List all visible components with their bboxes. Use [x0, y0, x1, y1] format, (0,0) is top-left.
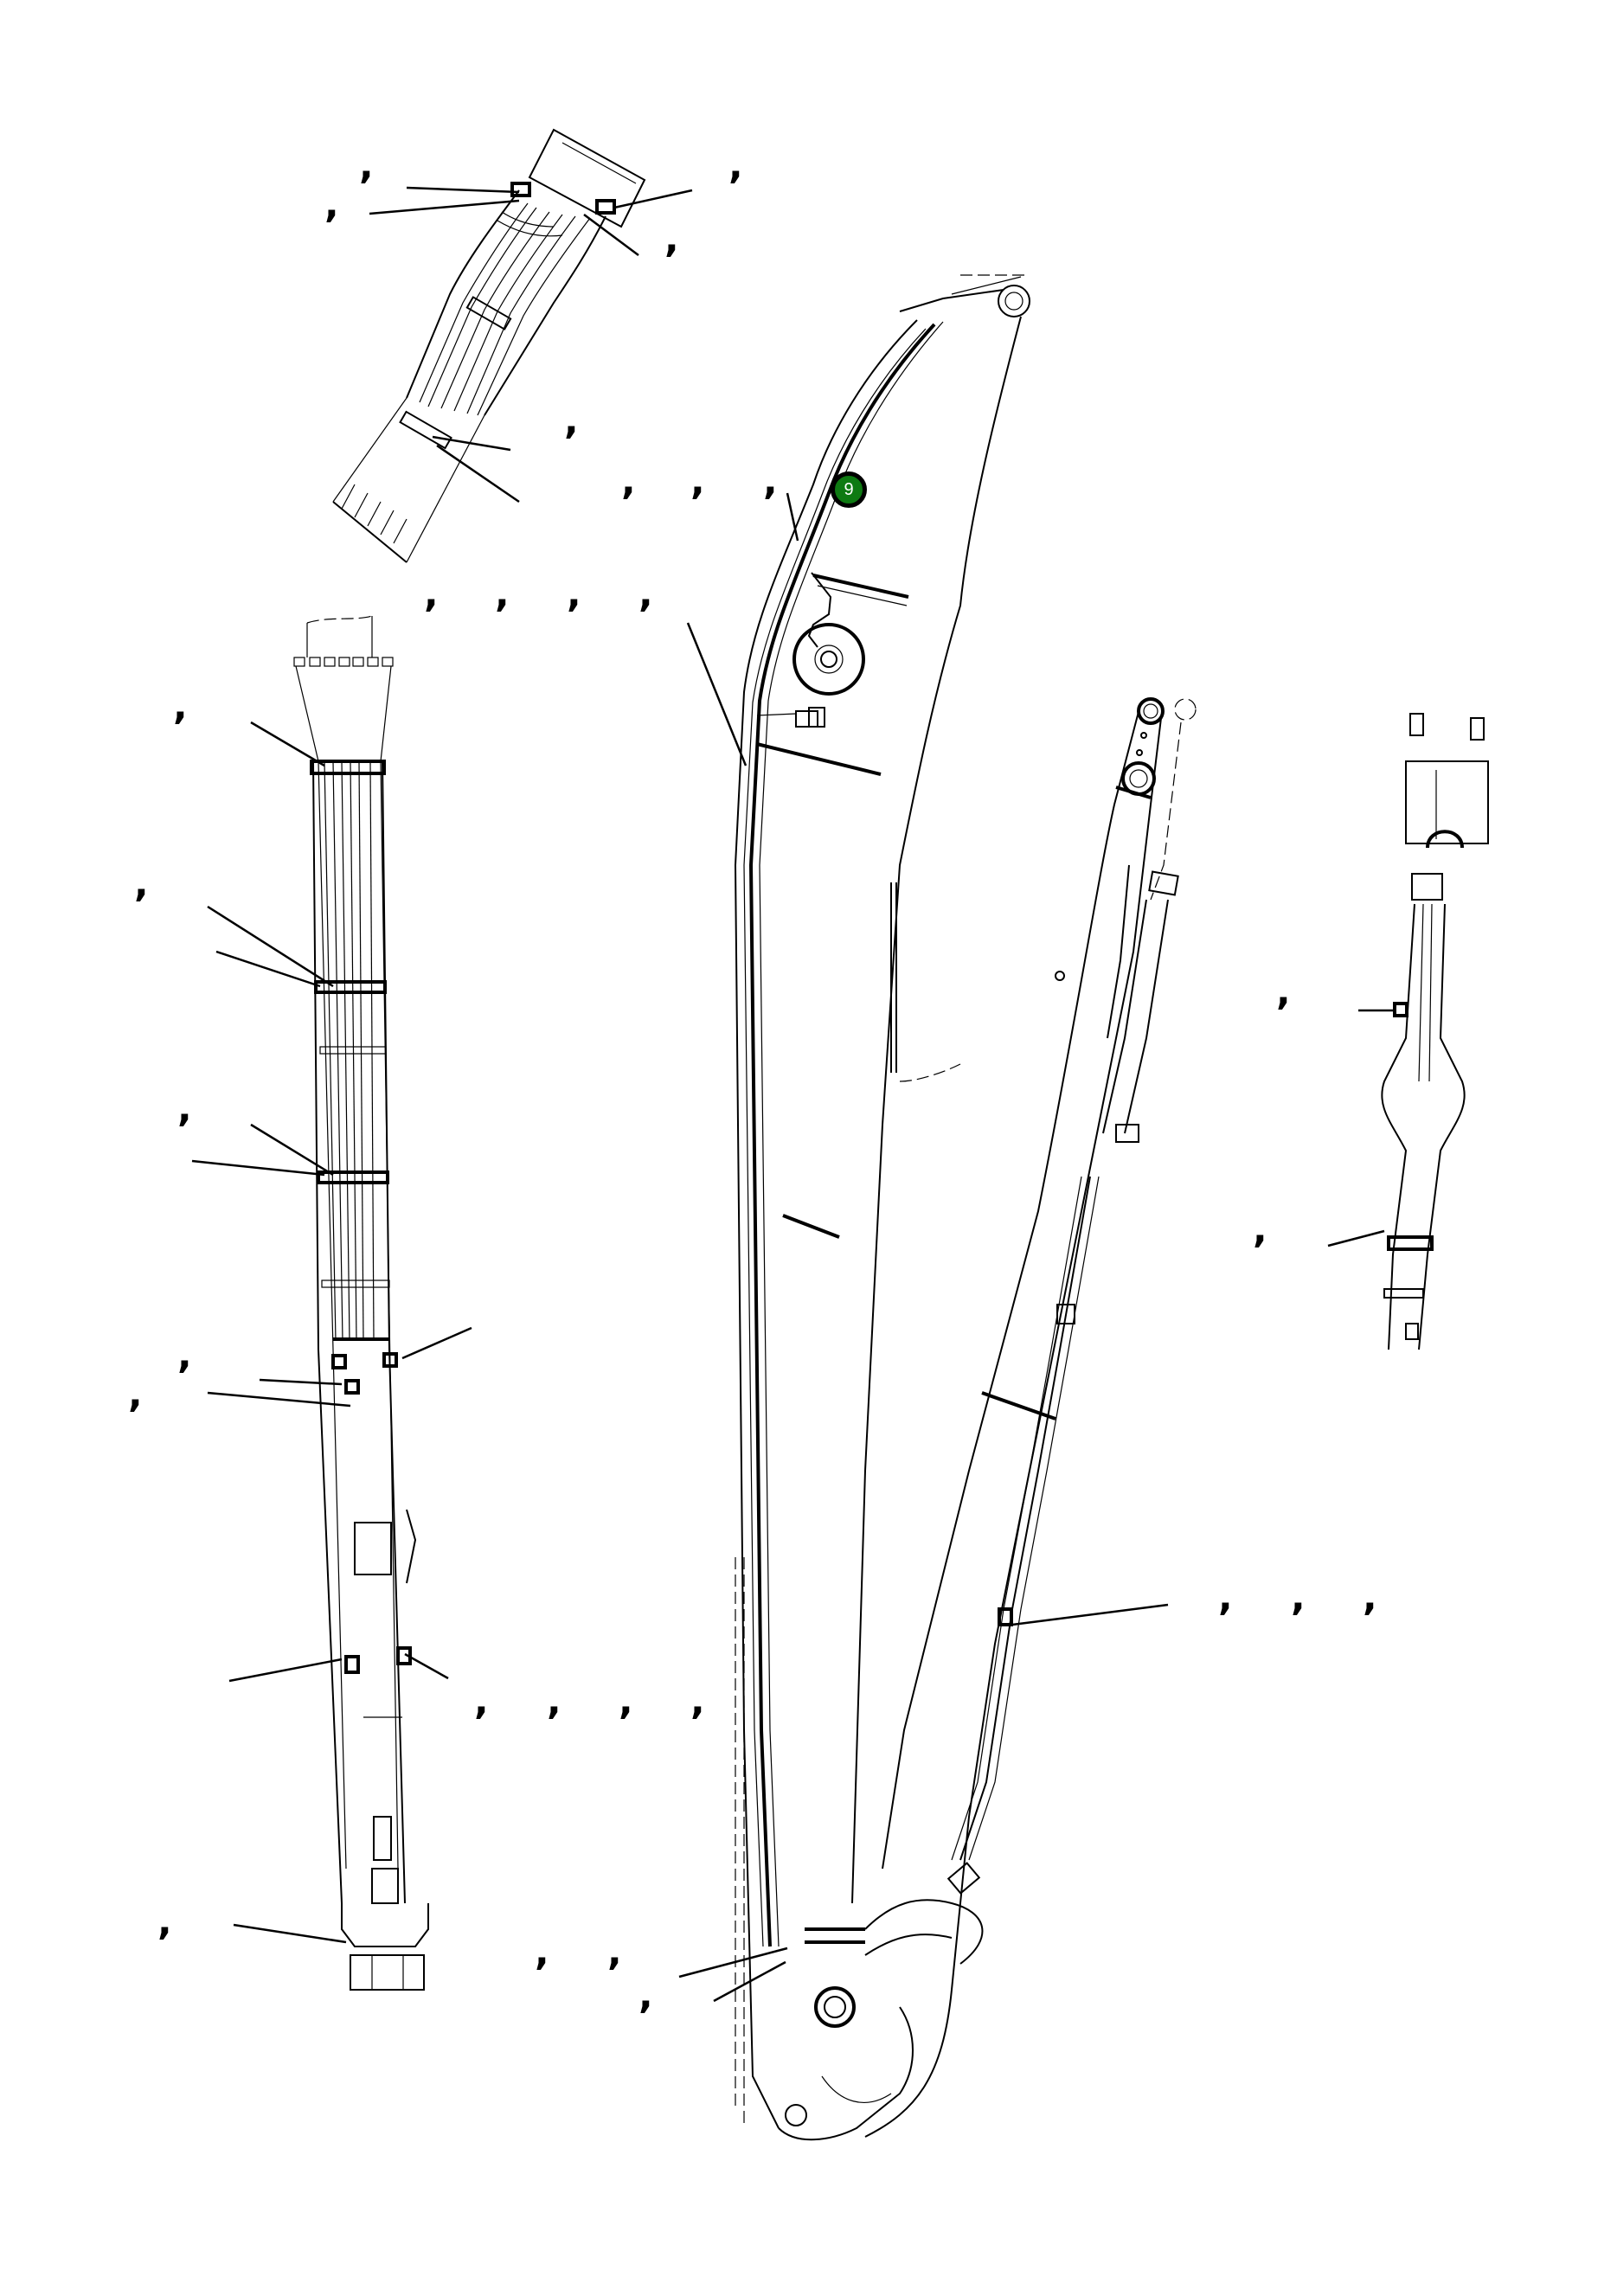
- callout-label: ,: [638, 572, 653, 616]
- reference-marker-label: 9: [844, 479, 854, 499]
- callout-label: ,: [619, 1679, 633, 1723]
- reference-marker[interactable]: 9: [831, 471, 867, 508]
- callout-label: ,: [1218, 1575, 1233, 1619]
- callout-label: ,: [567, 572, 581, 616]
- callout-label: ,: [690, 459, 705, 503]
- callout-label: ,: [607, 1930, 622, 1974]
- callout-label: ,: [564, 399, 579, 443]
- callout-label: ,: [664, 217, 679, 261]
- callout-label: ,: [157, 1900, 172, 1944]
- callout-label: ,: [728, 144, 743, 188]
- callout-label: ,: [173, 684, 188, 728]
- callout-label: ,: [134, 862, 149, 906]
- callout-label: ,: [1363, 1575, 1377, 1619]
- callout-label: ,: [324, 183, 339, 227]
- arm-top-view: [191, 615, 472, 1991]
- boom-side-view: [678, 274, 1056, 2141]
- callout-label: ,: [1253, 1208, 1267, 1252]
- boom-top-detail-view: [332, 128, 693, 563]
- callout-label: ,: [535, 1930, 549, 1974]
- callout-label: ,: [1291, 1575, 1306, 1619]
- callout-label: ,: [128, 1372, 143, 1416]
- callout-label: ,: [474, 1679, 489, 1723]
- cylinder-detail-view: [1327, 713, 1489, 1350]
- callout-label: ,: [638, 1973, 653, 2017]
- callout-label: ,: [495, 572, 510, 616]
- callout-label: ,: [1276, 970, 1291, 1014]
- callout-label: ,: [359, 144, 374, 188]
- callout-label: ,: [621, 459, 636, 503]
- callout-label: ,: [177, 1333, 192, 1377]
- callout-label: ,: [547, 1679, 561, 1723]
- callout-label: ,: [763, 459, 778, 503]
- callout-label: ,: [424, 572, 439, 616]
- callout-label: ,: [177, 1087, 192, 1131]
- arm-side-view: [864, 697, 1197, 2138]
- callout-label: ,: [690, 1679, 705, 1723]
